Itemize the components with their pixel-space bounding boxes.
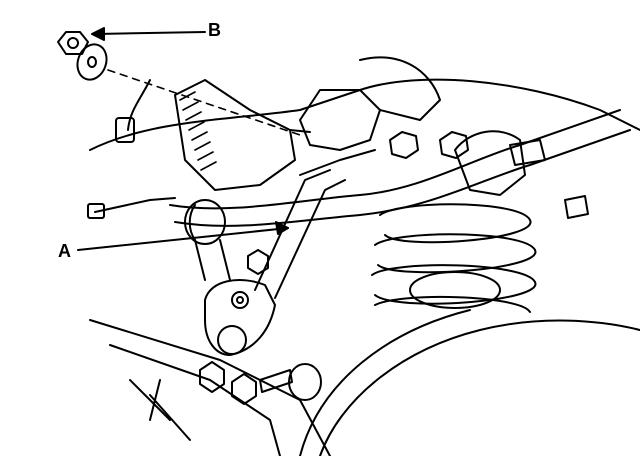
link-rod-top <box>299 149 376 176</box>
sensor-connector <box>115 117 135 143</box>
stabilizer-bar-bottom <box>174 129 631 227</box>
body-panel-outline <box>89 78 640 151</box>
leader-line-a <box>77 227 289 251</box>
assembly-dashed-line <box>107 69 301 136</box>
frame-stud <box>259 369 293 393</box>
link-upper-arm <box>194 239 231 281</box>
brake-line <box>94 197 176 213</box>
leader-arrow-b <box>91 27 105 41</box>
sensor-coil <box>179 91 217 171</box>
flange-nut <box>57 31 89 55</box>
upper-mount-ridge <box>359 56 441 121</box>
link-end-body <box>204 279 276 356</box>
upper-mount-block <box>299 89 381 151</box>
frame-rib <box>129 379 191 441</box>
brake-line-fitting <box>87 203 105 219</box>
lower-body-curve <box>319 319 640 457</box>
callout-label-a: A <box>58 241 71 261</box>
frame-bolt-1 <box>199 361 225 393</box>
link-rod-right <box>274 179 346 299</box>
stabilizer-bar-top <box>169 109 621 210</box>
sensor-bracket <box>174 79 296 191</box>
upper-arm-stud <box>509 139 546 166</box>
frame-bolt-3 <box>247 249 269 275</box>
frame-cap <box>288 363 322 401</box>
link-end-bolt-inner <box>236 296 244 304</box>
callout-label-b: B <box>208 20 221 40</box>
link-rod-left <box>254 169 331 291</box>
mount-stud <box>289 129 311 133</box>
bar-bushing <box>184 199 226 245</box>
upper-arm-body <box>454 130 526 196</box>
link-end-eye <box>217 325 247 355</box>
leader-arrow-a <box>275 221 289 235</box>
frame-bolt-2 <box>231 373 257 405</box>
link-end-bolt <box>231 291 249 309</box>
frame-lower-inner <box>109 344 281 457</box>
washer <box>76 43 108 81</box>
side-stud <box>564 195 589 219</box>
spring-seat <box>409 271 501 309</box>
bar-bushing-inner <box>188 204 196 241</box>
coil-spring <box>371 203 537 313</box>
sensor-wire <box>127 79 151 131</box>
lower-body-curve-2 <box>299 309 471 457</box>
upper-arm-nut-2 <box>439 131 469 159</box>
upper-arm-nut-1 <box>389 131 419 159</box>
leader-line-b <box>95 31 206 35</box>
